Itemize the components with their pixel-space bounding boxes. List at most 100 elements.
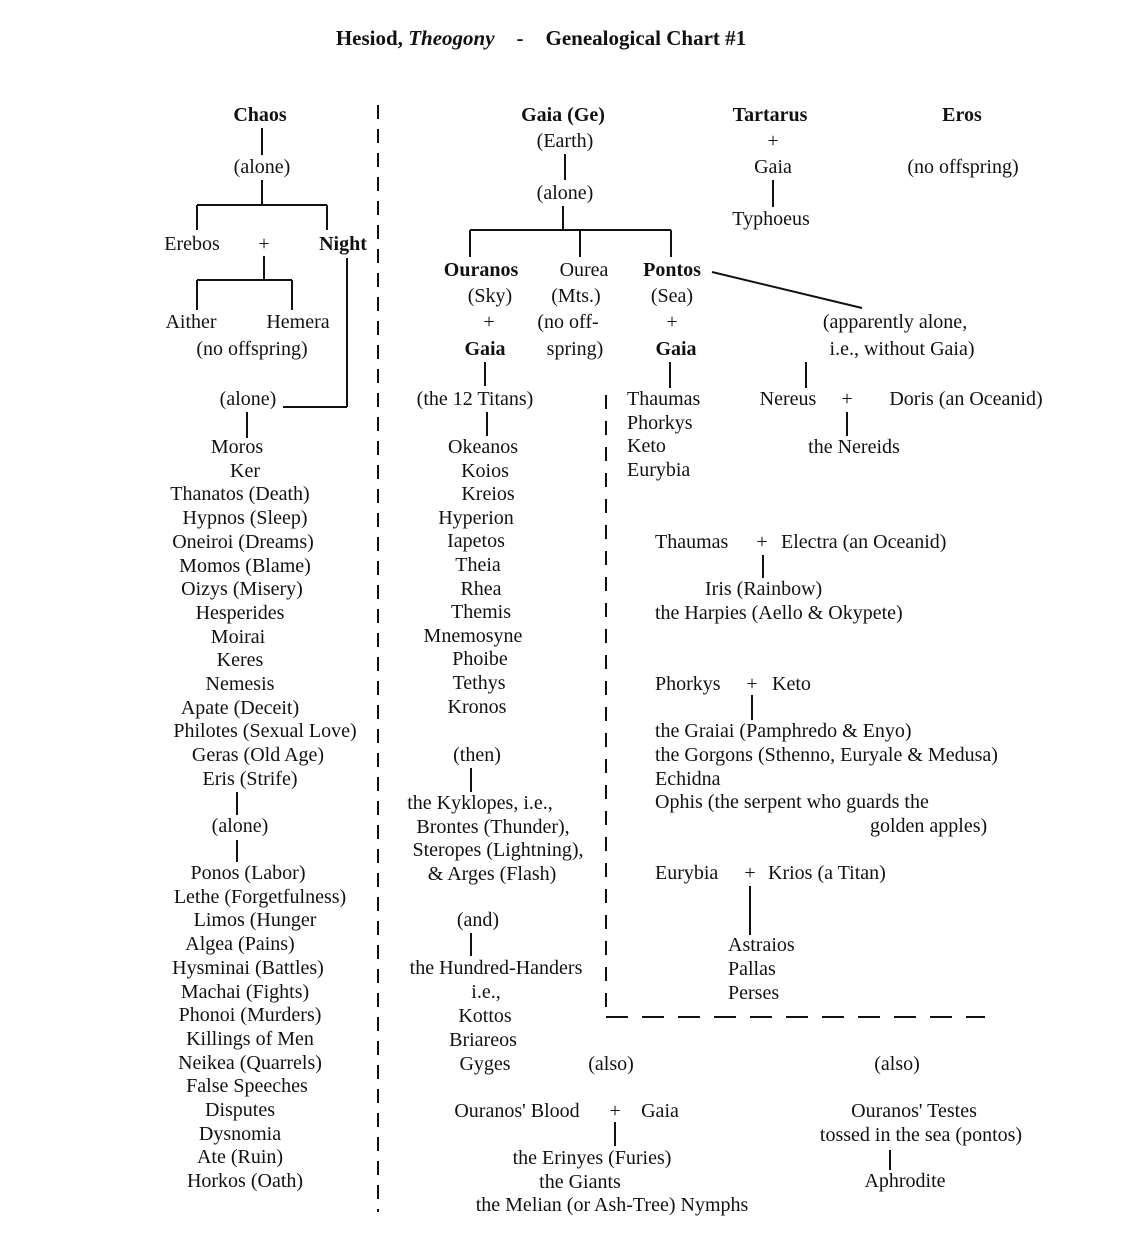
titans-item: Themis (451, 601, 511, 624)
titans-item: Okeanos (448, 436, 518, 458)
titans-item: Kronos (447, 695, 507, 718)
connector-line (711, 271, 863, 309)
titans-item: Rhea (460, 577, 502, 600)
node-apparently-alone: (apparently alone, (822, 311, 968, 333)
pontos-children-item: Eurybia (627, 459, 691, 482)
title-separator: - (516, 26, 524, 50)
titans-item: Iapetos (447, 530, 505, 553)
titans-item: Hyperion (438, 506, 514, 529)
node-night: Night (319, 233, 367, 255)
eris-children-item: Limos (Hunger (193, 909, 317, 932)
eris-children-item: Dysnomia (198, 1122, 282, 1145)
node-ourea-spring: spring) (546, 338, 604, 360)
eurybia-children-item: Astraios (728, 934, 795, 956)
night-children-item: Oizys (Misery) (181, 578, 303, 601)
node-ourea: Ourea (559, 259, 609, 281)
chart-title: Hesiod, Theogony-Genealogical Chart #1 (336, 26, 746, 51)
node-ouranos-blood: Ouranos' Blood (454, 1100, 580, 1122)
node-eris-alone: (alone) (211, 815, 269, 837)
eris-children-item: Hysminai (Battles) (172, 956, 324, 979)
pontos-children-item: Thaumas (627, 388, 701, 410)
night-children-item: Moirai (210, 625, 266, 648)
node-aither: Aither (165, 311, 217, 333)
night-children-item: Moros (210, 436, 264, 458)
eris-children-item: False Speeches (186, 1075, 308, 1098)
node-blood-plus: + (609, 1100, 621, 1122)
phorkys-children-item: the Gorgons (Sthenno, Euryale & Medusa) (655, 743, 998, 766)
node-doris: Doris (an Oceanid) (889, 388, 1043, 410)
node-pontos: Pontos (643, 259, 701, 281)
node-aither-no-offspring: (no offspring) (196, 338, 308, 360)
eris-children-item: Disputes (205, 1099, 275, 1121)
night-children-item: Philotes (Sexual Love) (173, 720, 357, 743)
node-and: (and) (456, 909, 500, 931)
node-tartarus: Tartarus (732, 104, 808, 126)
node-phorkys-plus: + (746, 673, 758, 695)
node-eurybia-plus: + (744, 862, 756, 884)
titans-item: Mnemosyne (423, 624, 523, 647)
node-ouranos-sky: (Sky) (467, 285, 513, 307)
eris-children-item: Lethe (Forgetfulness) (173, 885, 347, 908)
node-nereids: the Nereids (808, 436, 900, 458)
night-children-item: Nemesis (205, 673, 275, 695)
node-ourea-no-off: (no off- (537, 311, 599, 333)
eurybia-children-item: Perses (728, 982, 780, 1004)
node-chaos: Chaos (233, 104, 287, 126)
phorkys-children-item: Echidna (655, 767, 721, 790)
night-children-item: Thanatos (Death) (170, 483, 310, 506)
kyklopes-item: the Kyklopes, i.e., (407, 792, 553, 814)
node-also-right: (also) (874, 1053, 920, 1075)
node-hemera: Hemera (266, 311, 330, 333)
kyklopes-item: Brontes (Thunder), (416, 815, 570, 838)
node-pontos-sea: (Sea) (650, 285, 694, 307)
phorkys-children-item: golden apples) (870, 815, 988, 838)
node-gaia-earth: (Earth) (536, 130, 594, 152)
node-tartarus-gaia: Gaia (754, 156, 792, 178)
eris-children-item: Ponos (Labor) (190, 862, 306, 884)
eurybia-children-item: Pallas (728, 958, 776, 980)
hundred-handers-item: Gyges (459, 1053, 511, 1075)
kyklopes-item: Steropes (Lightning), (412, 839, 584, 861)
eris-children-item: Horkos (Oath) (186, 1170, 304, 1193)
blood-children-item: the Giants (539, 1170, 621, 1193)
night-children-item: Momos (Blame) (179, 554, 311, 577)
eris-children-item: Ate (Ruin) (196, 1146, 284, 1169)
night-children-item: Hypnos (Sleep) (182, 507, 308, 530)
node-also-mid: (also) (588, 1053, 634, 1075)
node-ouranos-testes: Ouranos' Testes (851, 1100, 977, 1122)
hundred-handers-item: i.e., (471, 981, 501, 1003)
night-children-item: Apate (Deceit) (180, 696, 300, 719)
hundred-handers-item: Kottos (458, 1005, 512, 1027)
title-subtitle: Genealogical Chart #1 (545, 26, 747, 50)
titans-item: Theia (455, 554, 501, 576)
night-children-item: Geras (Old Age) (191, 744, 325, 767)
night-children-item: Oneiroi (Dreams) (172, 530, 314, 553)
node-eros-no-offspring: (no offspring) (907, 156, 1019, 178)
pontos-children-item: Phorkys (627, 411, 693, 434)
node-ouranos-plus: + (483, 311, 495, 333)
node-blood-gaia: Gaia (641, 1100, 679, 1122)
node-thaumas-plus: + (756, 531, 768, 553)
kyklopes-item: & Arges (Flash) (427, 862, 557, 885)
node-eurybia: Eurybia (655, 862, 719, 884)
node-without-gaia: i.e., without Gaia) (829, 338, 975, 360)
blood-children-item: the Melian (or Ash-Tree) Nymphs (475, 1194, 749, 1216)
thaumas-children-item: Iris (Rainbow) (705, 578, 823, 600)
night-children-item: Eris (Strife) (202, 767, 298, 790)
node-pontos-gaia: Gaia (655, 338, 697, 360)
titans-item: Koios (461, 459, 509, 482)
node-keto: Keto (772, 673, 811, 695)
node-then: (then) (453, 744, 501, 766)
node-pontos-plus: + (666, 311, 678, 333)
node-erebos-plus: + (258, 233, 270, 255)
node-typhoeus: Typhoeus (732, 208, 810, 230)
phorkys-children-item: the Graiai (Pamphredo & Enyo) (655, 720, 912, 742)
phorkys-children-item: Ophis (the serpent who guards the (655, 791, 929, 814)
hundred-handers-item: the Hundred-Handers (409, 957, 583, 979)
node-nereus-plus: + (841, 388, 853, 410)
node-thaumas: Thaumas (655, 531, 729, 553)
node-nereus: Nereus (759, 388, 817, 410)
node-gaia: Gaia (Ge) (521, 104, 605, 126)
blood-children-item: the Erinyes (Furies) (512, 1147, 672, 1169)
